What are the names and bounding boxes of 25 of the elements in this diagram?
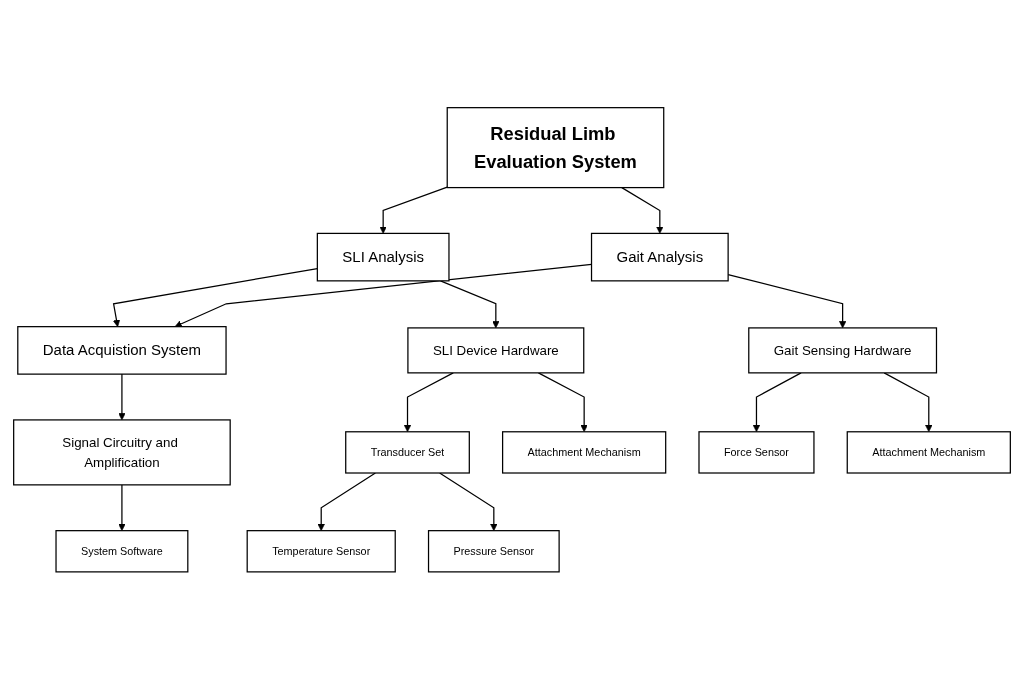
arrow bbox=[112, 267, 318, 327]
arrow bbox=[883, 371, 933, 432]
node-box: Force Sensor bbox=[698, 430, 815, 474]
node-box: Gait Analysis bbox=[590, 232, 729, 282]
arrow bbox=[439, 472, 498, 531]
node-box: System Software bbox=[55, 529, 189, 573]
arrow bbox=[403, 371, 454, 432]
node-box: Attachment Mechanism bbox=[846, 430, 1011, 474]
node-box: Signal Circuitry and Amplification bbox=[13, 419, 231, 486]
node-box: Attachment Mechanism bbox=[502, 430, 667, 474]
arrow bbox=[752, 371, 802, 432]
arrow bbox=[118, 373, 126, 420]
arrow bbox=[118, 483, 126, 531]
node-box: Pressure Sensor bbox=[427, 529, 560, 573]
node-box: Residual Limb Evaluation System bbox=[446, 106, 665, 188]
arrow bbox=[317, 472, 376, 531]
node-box: Transducer Set bbox=[345, 430, 470, 474]
arrow bbox=[379, 186, 448, 234]
node-box: SLI Analysis bbox=[316, 232, 450, 282]
node-box: Gait Sensing Hardware bbox=[748, 327, 938, 374]
arrow bbox=[621, 186, 664, 234]
arrow bbox=[537, 371, 588, 432]
node-box: Temperature Sensor bbox=[246, 529, 396, 573]
node-box: SLI Device Hardware bbox=[407, 327, 585, 374]
node-box: Data Acquistion System bbox=[17, 325, 227, 375]
